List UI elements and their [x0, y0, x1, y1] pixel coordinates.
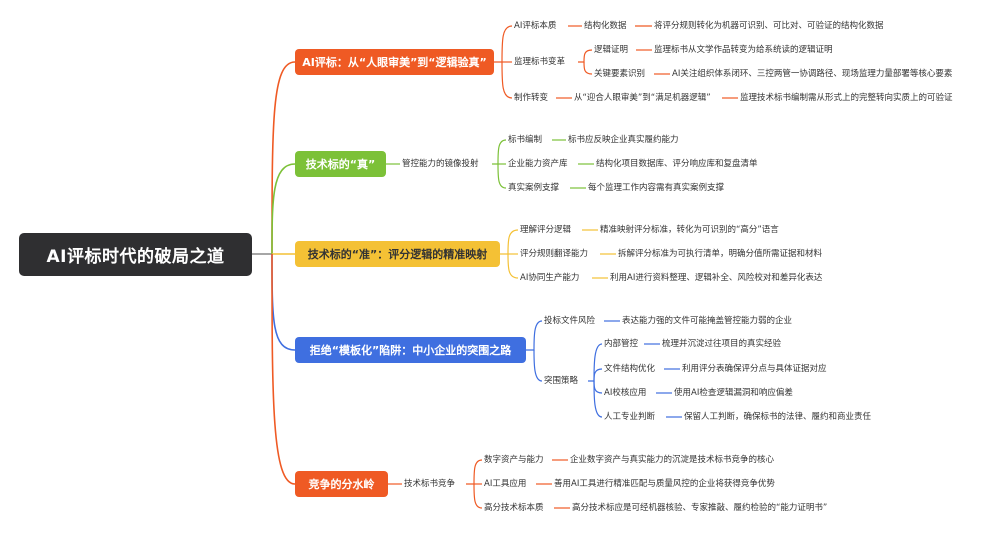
topic-bid-change[interactable]: 监理标书变革: [514, 57, 566, 67]
topic-ai-collab[interactable]: AI协同生产能力: [520, 273, 580, 283]
topic-ai-essence[interactable]: AI评标本质: [514, 21, 557, 31]
topic-aesthetic-to-logic[interactable]: 从“迎合人眼审美”到“满足机器逻辑”: [574, 93, 711, 103]
leaf-logic-proof[interactable]: 监理标书从文学作品转变为给系统读的逻辑证明: [654, 45, 833, 55]
topic-breakout-strategy[interactable]: 突围策略: [544, 376, 579, 386]
topic-structure-opt[interactable]: 文件结构优化: [604, 364, 656, 374]
topic-control-mirror[interactable]: 管控能力的镜像投射: [402, 159, 479, 169]
branch-accuracy[interactable]: 技术标的“准”：评分逻辑的精准映射: [295, 241, 500, 267]
topic-asset-library[interactable]: 企业能力资产库: [508, 159, 568, 169]
topic-production-change[interactable]: 制作转变: [514, 93, 549, 103]
topic-ai-check[interactable]: AI校核应用: [604, 388, 647, 398]
leaf-ai-tools[interactable]: 善用AI工具进行精准匹配与质量风控的企业将获得竞争优势: [554, 479, 775, 489]
topic-bid-competition[interactable]: 技术标书竞争: [404, 479, 456, 489]
root-node[interactable]: AI评标时代的破局之道: [19, 233, 252, 276]
leaf-key-elements[interactable]: AI关注组织体系闭环、三控两管一协调路径、现场监理力量部署等核心要素: [672, 69, 953, 79]
leaf-verifiable[interactable]: 监理技术标书编制需从形式上的完整转向实质上的可验证: [740, 93, 953, 103]
leaf-scoring-logic[interactable]: 精准映射评分标准，转化为可识别的“高分”语言: [600, 225, 779, 235]
leaf-asset-library[interactable]: 结构化项目数据库、评分响应库和复盘清单: [596, 159, 758, 169]
branch-anti-template[interactable]: 拒绝“模板化”陷阱：中小企业的突围之路: [295, 337, 526, 363]
leaf-real-cases[interactable]: 每个监理工作内容需有真实案例支撑: [588, 183, 725, 193]
leaf-internal-control[interactable]: 梳理并沉淀过往项目的真实经验: [662, 339, 782, 349]
topic-real-cases[interactable]: 真实案例支撑: [508, 183, 560, 193]
branch-watershed[interactable]: 竞争的分水岭: [295, 471, 388, 497]
leaf-structured-data[interactable]: 将评分规则转化为机器可识别、可比对、可验证的结构化数据: [654, 21, 884, 31]
topic-logic-proof[interactable]: 逻辑证明: [594, 45, 629, 55]
topic-scoring-logic[interactable]: 理解评分逻辑: [520, 225, 572, 235]
topic-digital-assets[interactable]: 数字资产与能力: [484, 455, 544, 465]
leaf-ai-collab[interactable]: 利用AI进行资料整理、逻辑补全、风险校对和差异化表达: [610, 273, 823, 283]
branch-authenticity[interactable]: 技术标的“真”: [295, 151, 386, 177]
leaf-human-judgment[interactable]: 保留人工判断，确保标书的法律、履约和商业责任: [684, 412, 872, 422]
topic-ai-tools[interactable]: AI工具应用: [484, 479, 527, 489]
branch-ai-evaluation[interactable]: AI评标：从“人眼审美”到“逻辑验真”: [295, 49, 494, 75]
topic-structured-data[interactable]: 结构化数据: [584, 21, 627, 31]
leaf-ai-check[interactable]: 使用AI检查逻辑漏洞和响应偏差: [674, 388, 793, 398]
leaf-bid-writing[interactable]: 标书应反映企业真实履约能力: [568, 135, 679, 145]
leaf-bid-risk[interactable]: 表达能力强的文件可能掩盖管控能力弱的企业: [622, 316, 793, 326]
topic-bid-risk[interactable]: 投标文件风险: [544, 316, 596, 326]
leaf-digital-assets[interactable]: 企业数字资产与真实能力的沉淀是技术标书竞争的核心: [570, 455, 775, 465]
topic-internal-control[interactable]: 内部管控: [604, 339, 639, 349]
topic-human-judgment[interactable]: 人工专业判断: [604, 412, 656, 422]
topic-key-elements[interactable]: 关键要素识别: [594, 69, 646, 79]
topic-rule-translation[interactable]: 评分规则翻译能力: [520, 249, 589, 259]
topic-high-score[interactable]: 高分技术标本质: [484, 503, 544, 513]
leaf-high-score[interactable]: 高分技术标应是可经机器核验、专家推敲、履约检验的“能力证明书”: [572, 503, 828, 513]
topic-bid-writing[interactable]: 标书编制: [508, 135, 543, 145]
leaf-structure-opt[interactable]: 利用评分表确保评分点与具体证据对应: [682, 364, 827, 374]
leaf-rule-translation[interactable]: 拆解评分标准为可执行清单，明确分值所需证据和材料: [618, 249, 823, 259]
